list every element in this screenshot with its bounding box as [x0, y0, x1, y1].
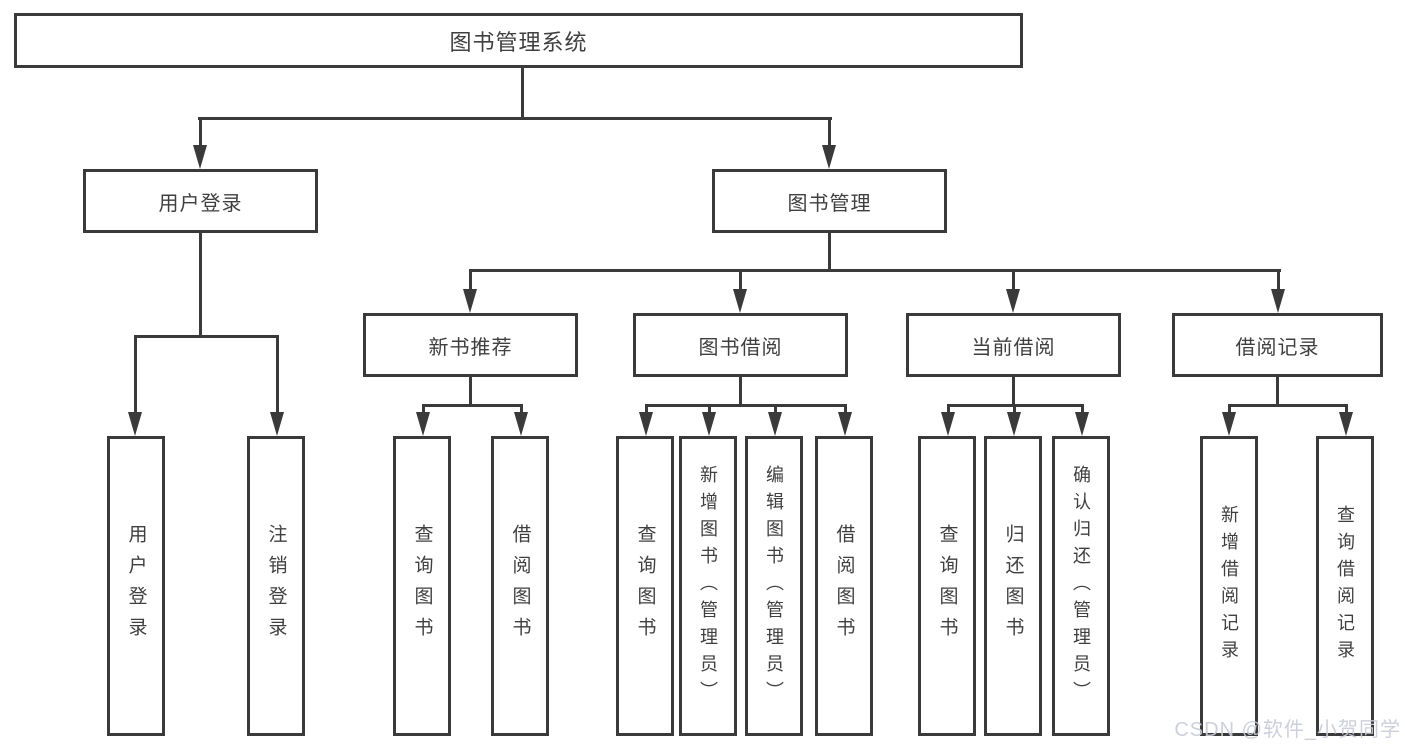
connector-line: [1012, 269, 1015, 291]
connector-line: [828, 117, 831, 149]
connector-line: [520, 404, 523, 414]
connector-line: [645, 404, 847, 407]
node-label: 新书推荐: [428, 336, 513, 359]
arrow-down-icon: [514, 412, 528, 436]
connector-line: [469, 269, 472, 291]
leaf-borrow-books-recommend: 借阅图书: [491, 436, 549, 736]
leaf-add-borrow-record: 新增借阅记录: [1200, 436, 1258, 736]
arrow-down-icon: [416, 412, 430, 436]
connector-line: [828, 233, 831, 272]
node-new-book-recommend: 新书推荐: [363, 313, 578, 377]
connector-line: [1013, 404, 1016, 414]
node-label: 图书管理系统: [449, 29, 588, 55]
arrow-down-icon: [1339, 412, 1353, 436]
connector-line: [1012, 377, 1015, 407]
connector-line: [199, 117, 202, 149]
node-label: 图书借阅: [698, 336, 783, 359]
connector-line: [276, 335, 279, 415]
connector-line: [422, 404, 425, 414]
leaf-logout: 注销登录: [247, 436, 305, 736]
node-current-borrowing: 当前借阅: [906, 313, 1121, 377]
connector-line: [198, 117, 832, 120]
arrow-down-icon: [702, 412, 716, 436]
connector-line: [469, 269, 1281, 272]
connector-line: [199, 233, 202, 338]
connector-line: [645, 404, 648, 414]
connector-line: [1228, 404, 1231, 414]
connector-line: [708, 404, 711, 414]
arrow-down-icon: [193, 145, 207, 169]
leaf-edit-books-admin: 编辑图书（管理员）: [745, 436, 803, 736]
node-label: 用户登录: [158, 192, 243, 215]
arrow-down-icon: [1222, 412, 1236, 436]
connector-line: [1228, 404, 1347, 407]
leaf-return-books: 归还图书: [984, 436, 1042, 736]
arrow-down-icon: [941, 412, 955, 436]
arrow-down-icon: [128, 412, 142, 436]
arrow-down-icon: [1007, 412, 1021, 436]
node-book-borrowing: 图书借阅: [633, 313, 848, 377]
leaf-query-books-borrowing: 查询图书: [616, 436, 674, 736]
arrow-down-icon: [1271, 289, 1285, 313]
node-user-login: 用户登录: [83, 169, 318, 233]
leaf-user-login: 用户登录: [107, 436, 165, 736]
connector-line: [844, 404, 847, 414]
leaf-query-books-current: 查询图书: [918, 436, 976, 736]
connector-line: [469, 377, 472, 407]
node-label: 借阅记录: [1235, 336, 1320, 359]
arrow-down-icon: [270, 412, 284, 436]
leaf-add-books-admin: 新增图书（管理员）: [679, 436, 737, 736]
arrow-down-icon: [639, 412, 653, 436]
leaf-confirm-return-admin: 确认归还（管理员）: [1052, 436, 1110, 736]
connector-line: [134, 335, 137, 415]
arrow-down-icon: [1006, 289, 1020, 313]
connector-line: [739, 269, 742, 291]
node-library-system: 图书管理系统: [14, 13, 1023, 68]
arrow-down-icon: [1075, 412, 1089, 436]
connector-line: [774, 404, 777, 414]
leaf-query-books-recommend: 查询图书: [393, 436, 451, 736]
connector-line: [1277, 269, 1280, 291]
arrow-down-icon: [822, 145, 836, 169]
connector-line: [1345, 404, 1348, 414]
arrow-down-icon: [463, 289, 477, 313]
arrow-down-icon: [768, 412, 782, 436]
node-label: 图书管理: [787, 192, 872, 215]
node-borrow-records: 借阅记录: [1172, 313, 1383, 377]
connector-line: [422, 404, 523, 407]
connector-line: [1081, 404, 1084, 414]
leaf-query-borrow-record: 查询借阅记录: [1316, 436, 1374, 736]
node-label: 当前借阅: [971, 336, 1056, 359]
arrow-down-icon: [838, 412, 852, 436]
connector-line: [947, 404, 950, 414]
connector-line: [134, 335, 279, 338]
csdn-watermark: CSDN @软件_小贺同学: [1174, 719, 1401, 741]
node-book-management: 图书管理: [712, 169, 947, 233]
leaf-borrow-books: 借阅图书: [815, 436, 873, 736]
connector-line: [1276, 377, 1279, 407]
connector-line: [739, 377, 742, 407]
arrow-down-icon: [733, 289, 747, 313]
connector-line: [521, 68, 524, 119]
